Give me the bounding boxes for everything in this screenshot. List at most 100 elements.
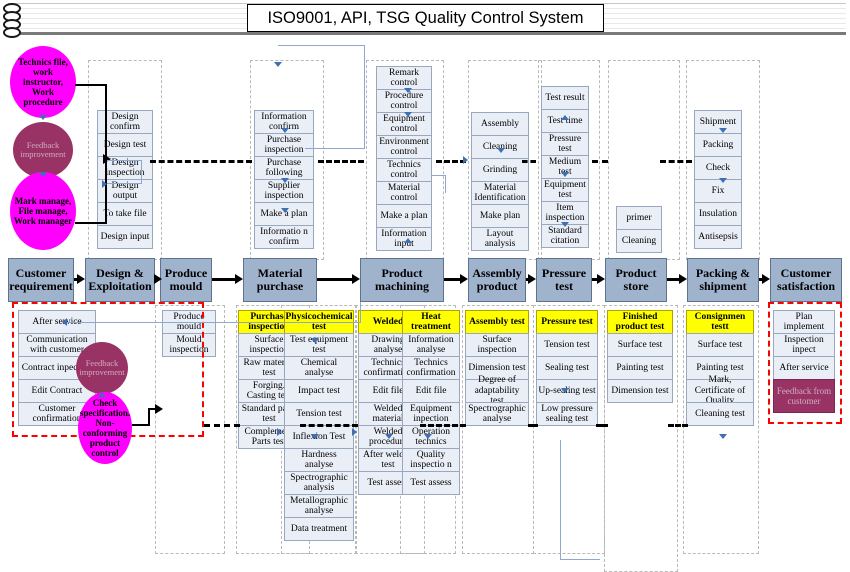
bottom-node-consignment-test-bottom-2[interactable]: Mark, Certificate of Quality — [686, 375, 754, 406]
bottom-node-heat-treatment-bottom-2[interactable]: Edit file — [402, 379, 460, 403]
top-node-material-purchase-top-5[interactable]: Informatio n confirm — [254, 225, 314, 249]
title-banner: ISO9001, API, TSG Quality Control System — [0, 0, 850, 38]
top-node-assembly-product-top-2[interactable]: Grinding — [471, 158, 529, 182]
left-blob-mark-manage[interactable]: Mark manage, File manage, Work manager — [10, 172, 76, 250]
top-node-pressure-test-top-0[interactable]: Test result — [541, 86, 589, 110]
top-node-product-store-top-1[interactable]: Cleaning — [616, 229, 662, 253]
bottom-node-pressure-test-bottom-1[interactable]: Sealing test — [536, 356, 598, 380]
bottom-node-assembly-test-bottom-3[interactable]: Spectrographic analyse — [465, 402, 529, 426]
top-node-product-machining-top-0[interactable]: Remark control — [376, 66, 432, 90]
top-node-product-machining-top-1[interactable]: Procedure control — [376, 89, 432, 113]
bottom-node-customer-satisfaction-bottom-0[interactable]: Plan implement — [773, 310, 835, 334]
top-node-product-machining-top-4[interactable]: Technics control — [376, 158, 432, 182]
bottom-node-consignment-test-bottom-3[interactable]: Cleaning test — [686, 402, 754, 426]
stage-1[interactable]: Customer requirement — [8, 258, 74, 302]
bottom-node-physicochemical-test-bottom-2[interactable]: Impact test — [284, 379, 354, 403]
purchase-loop-right — [364, 45, 365, 149]
bottom-header-finished-product-test-bottom[interactable]: Finished product test — [607, 310, 673, 334]
bottom-node-heat-treatment-bottom-6[interactable]: Test assess — [402, 471, 460, 495]
stage-4[interactable]: Material purchase — [243, 258, 317, 302]
stage-3[interactable]: Produce mould — [160, 258, 212, 302]
top-node-material-purchase-top-4[interactable]: Make a plan — [254, 202, 314, 226]
top-node-material-purchase-top-2[interactable]: Purchase following — [254, 156, 314, 180]
bottom-spine-segment-4 — [528, 424, 538, 427]
left-circle-feedback-improvement[interactable]: Feedback improvement — [13, 122, 73, 178]
bottom-node-produce-mould-bottom-1[interactable]: Mould inspection — [162, 333, 216, 357]
top-node-pressure-test-top-5[interactable]: Item inspection — [541, 201, 589, 225]
bottom-node-finished-product-test-bottom-1[interactable]: Painting test — [607, 356, 673, 380]
bottom-node-physicochemical-test-bottom-0[interactable]: Test equipment test — [284, 333, 354, 357]
bottom-node-physicochemical-test-bottom-3[interactable]: Tension test — [284, 402, 354, 426]
stage-arrow-3 — [212, 274, 243, 284]
bottom-node-heat-treatment-bottom-1[interactable]: Technics confirmation — [402, 356, 460, 380]
top-node-packing-shipment-top-3[interactable]: Fix — [694, 179, 742, 203]
top-node-assembly-product-top-4[interactable]: Make plan — [471, 204, 529, 228]
top-node-product-machining-top-5[interactable]: Material control — [376, 181, 432, 205]
bottom-node-physicochemical-test-bottom-1[interactable]: Chemical analyse — [284, 356, 354, 380]
page-title: ISO9001, API, TSG Quality Control System — [247, 4, 604, 32]
bottom-header-consignment-test-bottom[interactable]: Consignmen testt — [686, 310, 754, 334]
stage-arrow-1 — [74, 274, 85, 284]
top-inner-arrow-8 — [561, 172, 569, 177]
stage-5[interactable]: Product machining — [360, 258, 444, 302]
bottom-node-physicochemical-test-bottom-7[interactable]: Metallographic analyse — [284, 494, 354, 518]
top-inner-arrow-9 — [561, 222, 569, 227]
stage-10[interactable]: Customer satisfaction — [770, 258, 842, 302]
top-node-product-machining-top-3[interactable]: Environment control — [376, 135, 432, 159]
top-node-material-purchase-top-1[interactable]: Purchase inspection — [254, 133, 314, 157]
bottom-node-heat-treatment-bottom-3[interactable]: Equipment inpection — [402, 402, 460, 426]
design-loop-top — [107, 160, 142, 161]
bottom-node-finished-product-test-bottom-0[interactable]: Surface test — [607, 333, 673, 357]
bottom-node-physicochemical-test-bottom-6[interactable]: Spectrographic analysis — [284, 471, 354, 495]
top-node-packing-shipment-top-1[interactable]: Packing — [694, 133, 742, 157]
bottom-spine-segment-5 — [596, 424, 608, 427]
top-node-packing-shipment-top-5[interactable]: Antisepsis — [694, 225, 742, 249]
after-service-feedback-h — [66, 322, 361, 323]
stage-9[interactable]: Packing & shipment — [687, 258, 759, 302]
stage-7[interactable]: Pressure test — [536, 258, 592, 302]
top-node-pressure-test-top-4[interactable]: Equipment test — [541, 178, 589, 202]
top-node-product-machining-top-6[interactable]: Make a plan — [376, 204, 432, 228]
page-title-text: ISO9001, API, TSG Quality Control System — [267, 8, 584, 27]
top-spine-segment-6 — [660, 160, 692, 163]
top-inner-arrow-7 — [561, 115, 569, 120]
stage-2[interactable]: Design & Exploitation — [85, 258, 155, 302]
stage-8[interactable]: Product store — [605, 258, 667, 302]
bottom-header-assembly-test-bottom[interactable]: Assembly test — [465, 310, 529, 334]
top-node-pressure-test-top-1[interactable]: Test time — [541, 109, 589, 133]
top-node-pressure-test-top-6[interactable]: Standard citation — [541, 224, 589, 248]
bottom-node-finished-product-test-bottom-2[interactable]: Dimension test — [607, 379, 673, 403]
top-node-product-store-top-0[interactable]: primer — [616, 206, 662, 230]
bottom-node-physicochemical-test-bottom-5[interactable]: Hardness analyse — [284, 448, 354, 472]
design-loop-arrow — [102, 180, 107, 188]
bottom-blob-check-specification[interactable]: Check specification. Non-conforming prod… — [78, 392, 132, 464]
stage-arrow-8 — [667, 274, 687, 284]
bottom-node-consignment-test-bottom-1[interactable]: Painting test — [686, 356, 754, 380]
bottom-circle-feedback-improvement[interactable]: Feedback improvement — [76, 342, 128, 394]
top-spine-segment-3 — [436, 160, 466, 163]
top-node-packing-shipment-top-0[interactable]: Shipment — [694, 110, 742, 134]
bottom-node-assembly-test-bottom-0[interactable]: Surface inspection — [465, 333, 529, 357]
bottom-header-pressure-test-bottom[interactable]: Pressure test — [536, 310, 598, 334]
top-node-assembly-product-top-0[interactable]: Assembly — [471, 112, 529, 136]
top-node-assembly-product-top-3[interactable]: Material Identification — [471, 181, 529, 205]
top-node-assembly-product-top-5[interactable]: Layout analysis — [471, 227, 529, 251]
top-node-pressure-test-top-2[interactable]: Pressure test — [541, 132, 589, 156]
bottom-node-physicochemical-test-bottom-4[interactable]: Inflexion Test — [284, 425, 354, 449]
bottom-header-heat-treatment-bottom[interactable]: Heat treatment — [402, 310, 460, 334]
bottom-node-pressure-test-bottom-0[interactable]: Tension test — [536, 333, 598, 357]
bottom-dark-customer-satisfaction-bottom[interactable]: Feedback from customer — [773, 379, 835, 413]
bottom-node-consignment-test-bottom-0[interactable]: Surface test — [686, 333, 754, 357]
top-node-design-exploitation-top-5[interactable]: Design input — [97, 225, 153, 249]
top-node-assembly-product-top-1[interactable]: Cleaning — [471, 135, 529, 159]
left-bracket-vert2 — [105, 156, 107, 224]
bottom-node-heat-treatment-bottom-0[interactable]: Information analyse — [402, 333, 460, 357]
left-blob-technics-file[interactable]: Technics file, work instructor, Work pro… — [10, 46, 76, 118]
top-node-packing-shipment-top-4[interactable]: Insulation — [694, 202, 742, 226]
bottom-node-assembly-test-bottom-2[interactable]: Degree of adaptability test — [465, 375, 529, 406]
top-node-packing-shipment-top-2[interactable]: Check — [694, 156, 742, 180]
stage-6[interactable]: Assembly product — [468, 258, 526, 302]
bottom-node-pressure-test-bottom-3[interactable]: Low pressure sealing test — [536, 402, 598, 426]
bottom-node-heat-treatment-bottom-5[interactable]: Quality inspectio n — [402, 448, 460, 472]
bottom-node-physicochemical-test-bottom-8[interactable]: Data treatment — [284, 517, 354, 541]
